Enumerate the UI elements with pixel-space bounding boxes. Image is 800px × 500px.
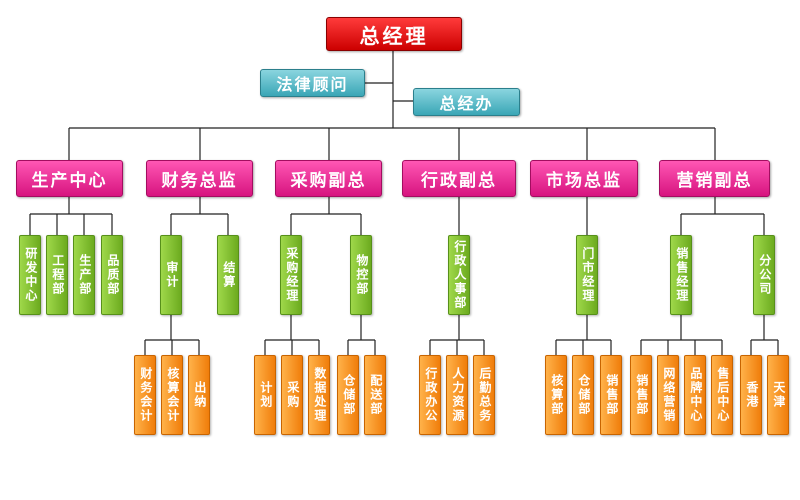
hongkong-branch-node: 香港 <box>740 355 762 435</box>
ceo-node: 总经理 <box>326 17 462 51</box>
data-processing-node: 数据处理 <box>308 355 330 435</box>
engineering-dept-node: 工程部 <box>46 235 68 315</box>
production-center-node: 生产中心 <box>16 160 123 197</box>
brand-center-node: 品牌中心 <box>684 355 706 435</box>
finance-director-node: 财务总监 <box>146 160 253 197</box>
legal-advisor-node: 法律顾问 <box>260 69 365 97</box>
admin-hr-dept-node: 行政人事部 <box>448 235 470 315</box>
warehousing-node: 仓储部 <box>337 355 359 435</box>
accounting-dept-node: 核算部 <box>545 355 567 435</box>
financial-accounting-node: 财务会计 <box>134 355 156 435</box>
sales-manager-node: 销售经理 <box>670 235 692 315</box>
general-office-node: 总经办 <box>413 88 520 116</box>
logistics-node: 后勤总务 <box>473 355 495 435</box>
procurement-vp-node: 采购副总 <box>275 160 382 197</box>
sales-vp-node: 营销副总 <box>659 160 770 197</box>
sales-dept-node: 销售部 <box>600 355 622 435</box>
storage-dept-node: 仓储部 <box>572 355 594 435</box>
cashier-node: 出纳 <box>188 355 210 435</box>
after-sales-center-node: 售后中心 <box>711 355 733 435</box>
quality-dept-node: 品质部 <box>101 235 123 315</box>
store-manager-node: 门市经理 <box>576 235 598 315</box>
admin-office-node: 行政办公 <box>419 355 441 435</box>
rd-center-node: 研发中心 <box>19 235 41 315</box>
branch-office-node: 分公司 <box>753 235 775 315</box>
settlement-node: 结算 <box>217 235 239 315</box>
cost-accounting-node: 核算会计 <box>161 355 183 435</box>
purchasing-node: 采购 <box>281 355 303 435</box>
distribution-node: 配送部 <box>364 355 386 435</box>
production-dept-node: 生产部 <box>73 235 95 315</box>
admin-vp-node: 行政副总 <box>402 160 516 197</box>
sales-team-node: 销售部 <box>630 355 652 435</box>
human-resources-node: 人力资源 <box>446 355 468 435</box>
purchasing-manager-node: 采购经理 <box>280 235 302 315</box>
online-marketing-node: 网络营销 <box>657 355 679 435</box>
marketing-director-node: 市场总监 <box>530 160 638 197</box>
planning-node: 计划 <box>254 355 276 435</box>
audit-node: 审计 <box>160 235 182 315</box>
material-control-node: 物控部 <box>350 235 372 315</box>
tianjin-branch-node: 天津 <box>767 355 789 435</box>
